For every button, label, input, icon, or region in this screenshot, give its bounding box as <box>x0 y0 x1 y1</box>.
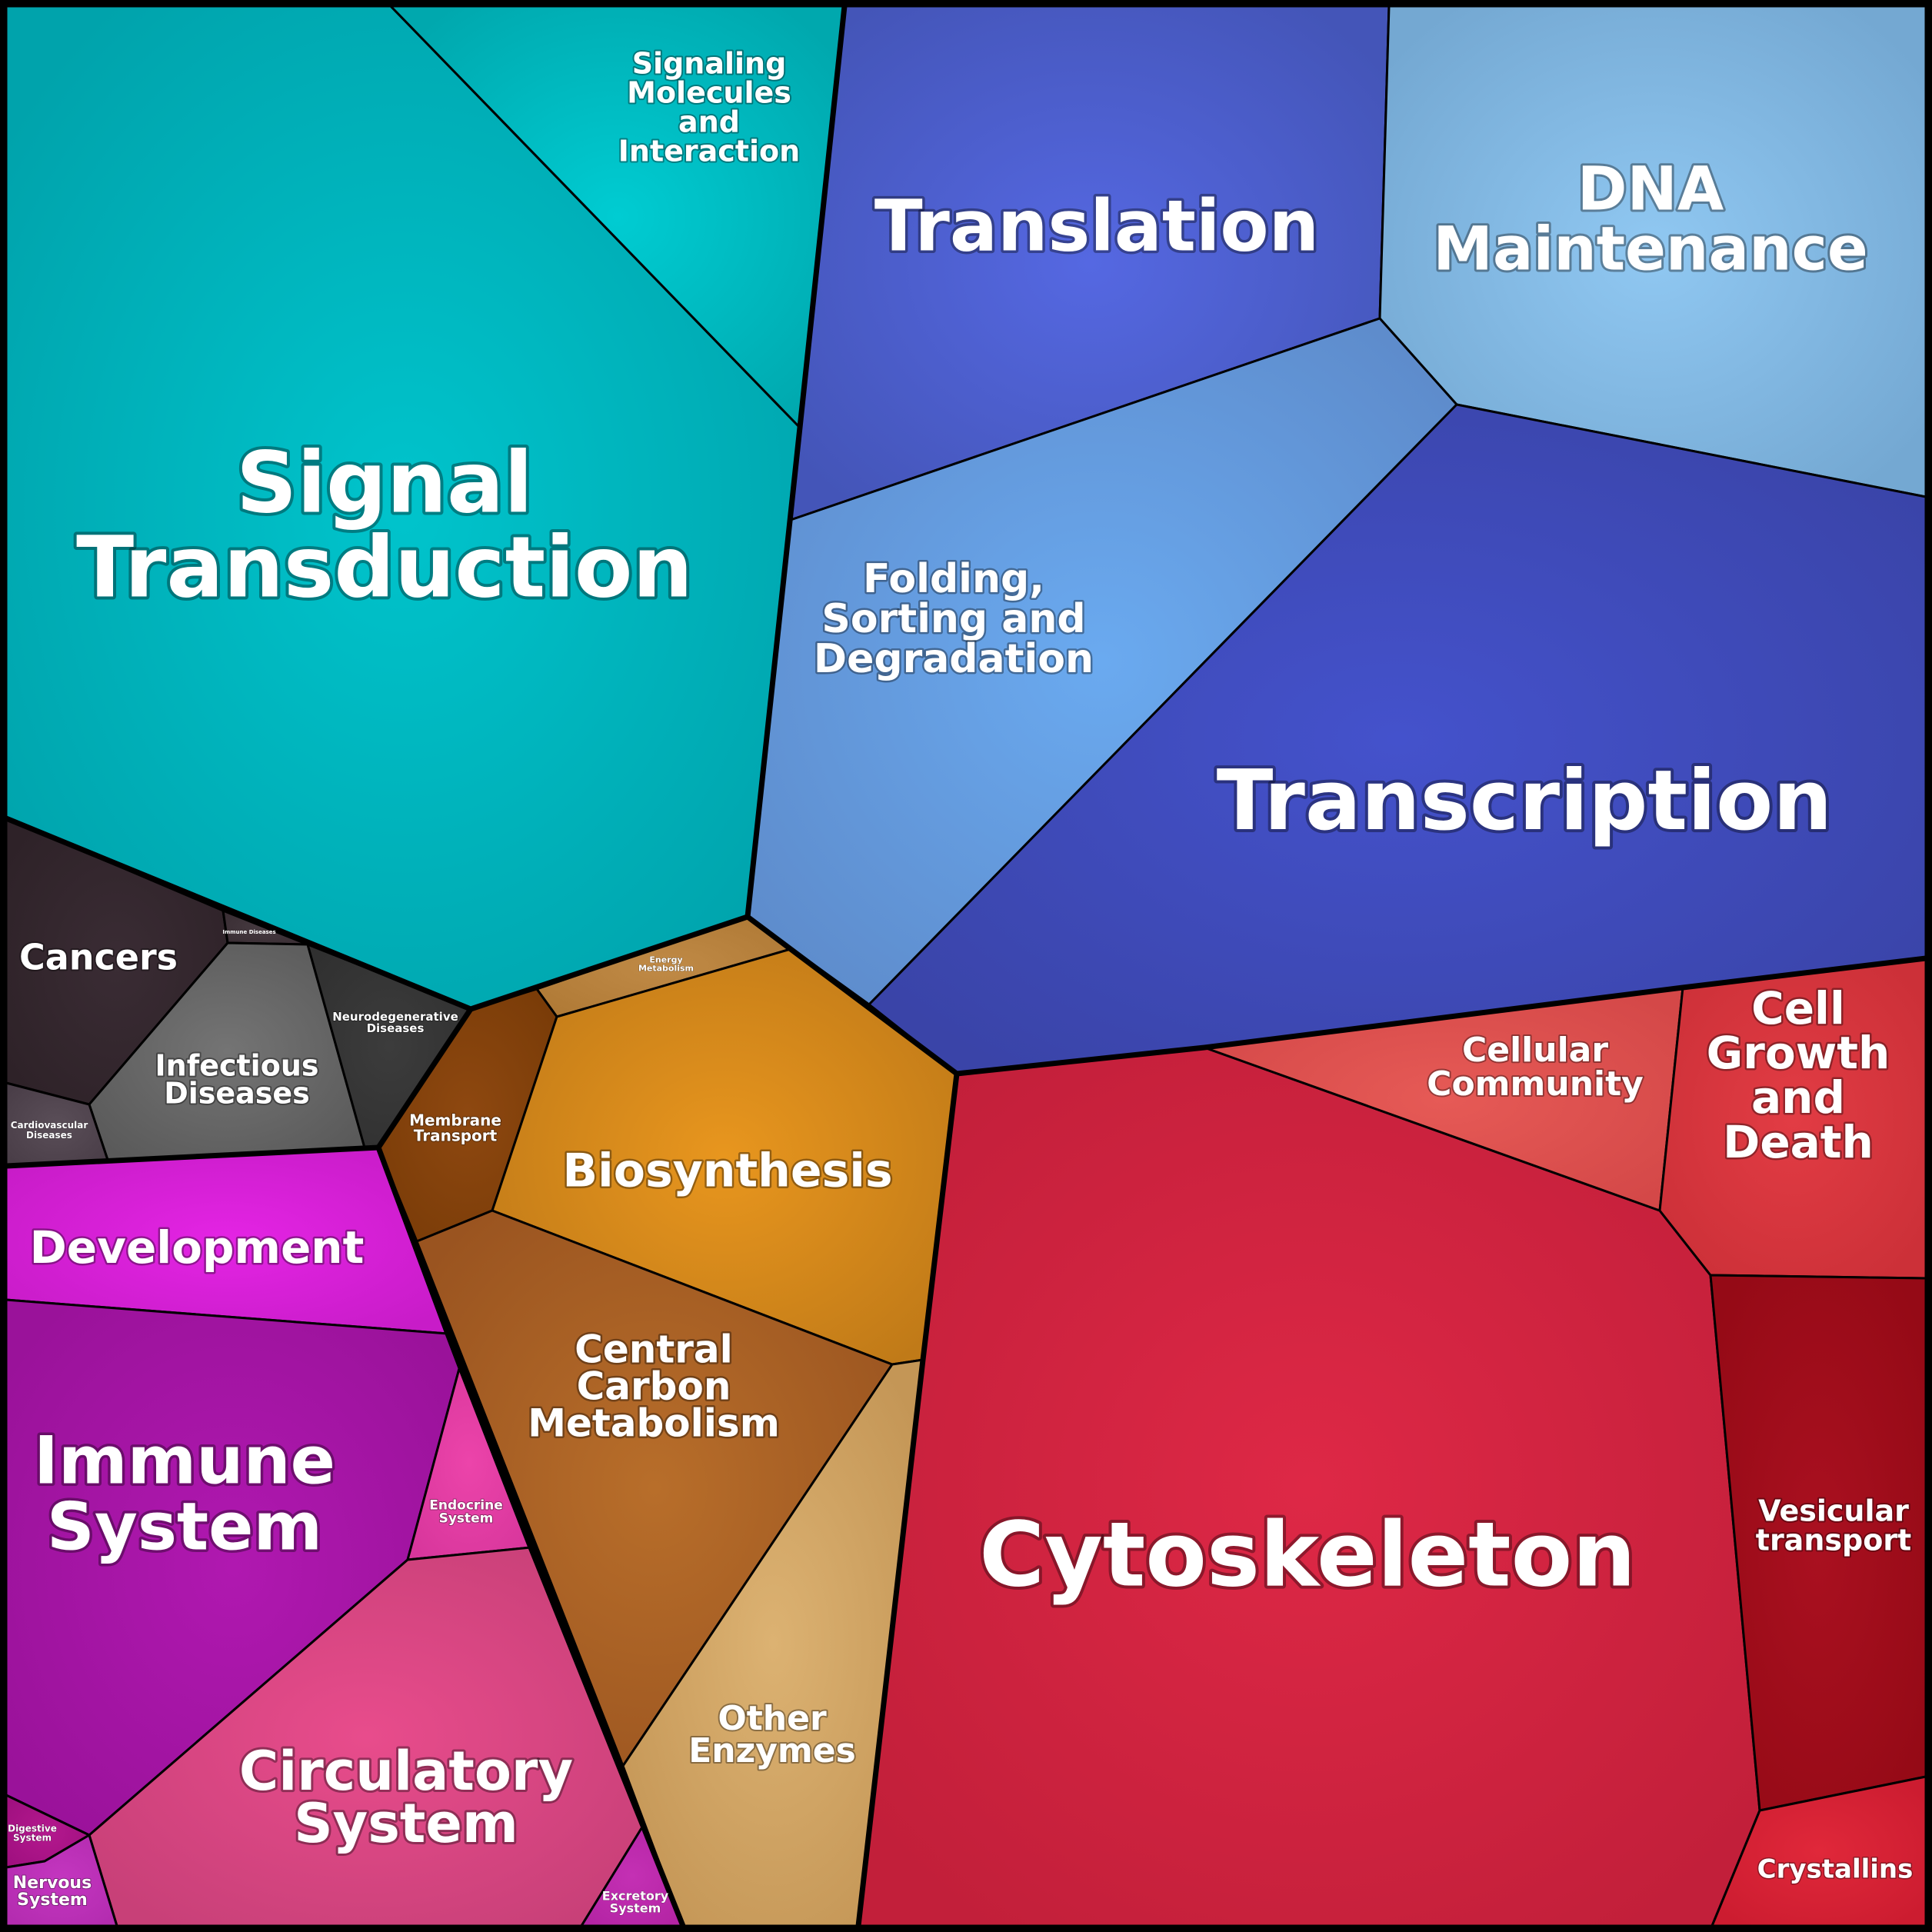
group-border-left-column <box>744 5 848 918</box>
label-line: System <box>47 1488 322 1565</box>
label-translation: Translation <box>874 185 1319 267</box>
label-line: Degradation <box>814 636 1094 682</box>
label-line: System <box>439 1511 494 1527</box>
label-line: Molecules <box>627 76 791 110</box>
label-line: Vesicular <box>1758 1494 1909 1528</box>
label-line: Transcription <box>1217 753 1832 849</box>
label-line: Excretory <box>602 1889 669 1904</box>
label-line: Enzymes <box>688 1731 856 1770</box>
label-line: Infectious <box>155 1049 319 1083</box>
label-line: Signal <box>236 433 533 531</box>
label-line: Development <box>30 1221 365 1274</box>
label-line: Immune Diseases <box>222 929 275 935</box>
label-line: Cancers <box>19 937 178 978</box>
label-line: Cytoskeleton <box>979 1504 1636 1607</box>
label-line: Interaction <box>618 135 800 168</box>
group-border-disease-bottom <box>5 1144 379 1169</box>
label-line: Translation <box>874 185 1319 267</box>
label-line: DNA <box>1577 155 1724 224</box>
label-line: Biosynthesis <box>562 1144 892 1198</box>
label-line: Diseases <box>164 1077 310 1111</box>
group-border-organismal-right <box>375 1008 686 1927</box>
label-line: Crystallins <box>1757 1854 1914 1885</box>
label-line: Community <box>1427 1064 1644 1104</box>
label-line: Diseases <box>26 1130 72 1141</box>
label-line: Cardiovascular <box>11 1120 88 1131</box>
label-immune-diseases: Immune Diseases <box>222 929 275 935</box>
label-line: System <box>17 1890 88 1910</box>
label-line: and <box>678 105 740 139</box>
label-line: Immune <box>34 1422 335 1499</box>
label-line: Cellular <box>1462 1031 1608 1070</box>
group-border-metabolism-right <box>855 1073 960 1927</box>
label-transcription: Transcription <box>1217 753 1832 849</box>
label-line: Cell <box>1751 982 1845 1034</box>
label-line: Metabolism <box>528 1401 780 1446</box>
label-line: Sorting and <box>821 596 1085 642</box>
label-line: Central <box>575 1327 733 1372</box>
label-line: Metabolism <box>638 964 694 974</box>
label-line: Transduction <box>76 518 693 616</box>
label-line: Nervous <box>13 1874 92 1893</box>
label-line: Carbon <box>577 1364 731 1409</box>
label-line: Death <box>1723 1116 1874 1168</box>
label-line: Folding, <box>863 556 1044 602</box>
label-line: Membrane <box>409 1111 501 1130</box>
label-line: Maintenance <box>1433 215 1868 284</box>
label-line: Diseases <box>367 1021 425 1035</box>
label-line: Energy <box>649 955 682 965</box>
label-line: Transport <box>414 1127 498 1145</box>
label-line: transport <box>1756 1524 1911 1557</box>
label-line: Digestive <box>8 1824 57 1834</box>
label-line: Circulatory <box>239 1740 573 1803</box>
label-development: Development <box>30 1221 365 1274</box>
label-line: Neurodegenerative <box>332 1010 458 1024</box>
label-line: and <box>1751 1071 1845 1124</box>
label-line: Endocrine <box>429 1498 502 1514</box>
label-line: System <box>610 1901 661 1916</box>
label-cytoskeleton: Cytoskeleton <box>979 1504 1636 1607</box>
label-line: System <box>13 1833 52 1844</box>
label-line: Other <box>718 1699 827 1738</box>
label-line: System <box>294 1792 518 1855</box>
label-line: Signaling <box>632 47 787 81</box>
label-line: Growth <box>1707 1027 1890 1079</box>
label-crystallins: Crystallins <box>1757 1854 1914 1885</box>
label-biosynthesis: Biosynthesis <box>562 1144 892 1198</box>
label-cancers: Cancers <box>19 937 178 978</box>
